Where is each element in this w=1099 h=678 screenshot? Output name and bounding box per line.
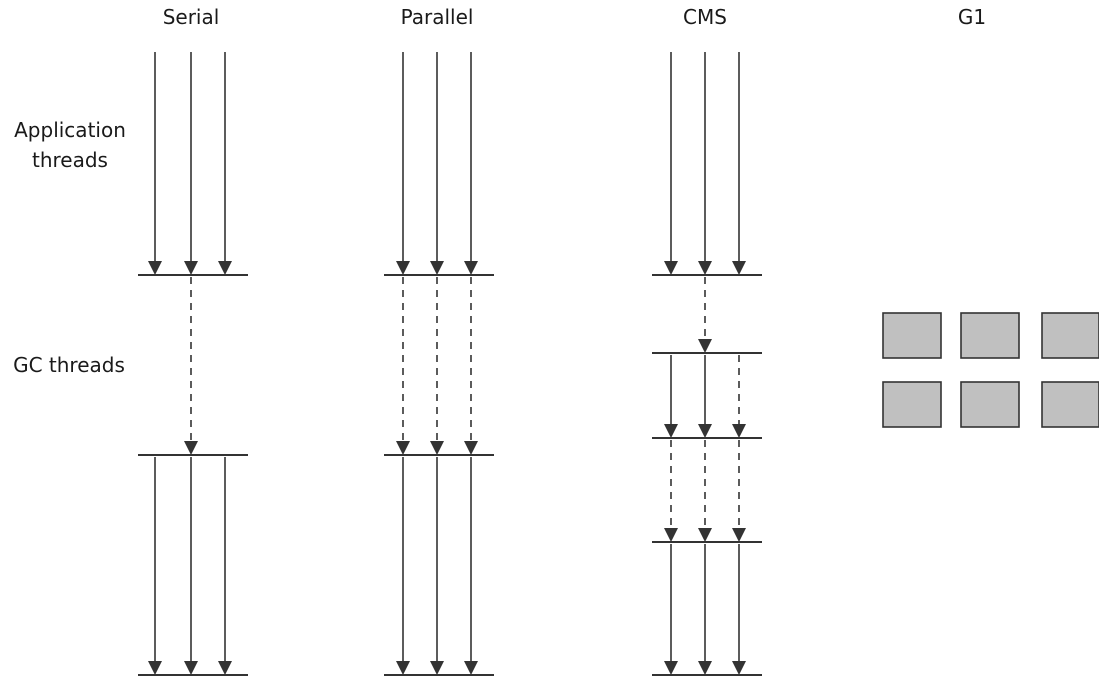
g1-heap-regions [882,312,1099,428]
cms-concurrent-phase-threads [664,355,746,438]
g1-region [1041,312,1099,359]
cms-collector [652,52,762,676]
g1-region [882,381,942,428]
column-title-g1: G1 [958,5,986,29]
column-title-parallel: Parallel [401,5,474,29]
column-title-cms: CMS [683,5,727,29]
column-title-serial: Serial [163,5,220,29]
serial-application-threads [148,52,232,275]
cms-remark-threads [664,440,746,542]
parallel-application-threads-resumed [396,457,478,675]
row-label-application-line1: Application [14,118,126,142]
parallel-collector [384,52,494,676]
serial-gc-thread [184,277,198,455]
g1-region [882,312,942,359]
row-label-gc-threads: GC threads [13,353,125,377]
serial-collector [138,52,248,676]
parallel-gc-threads [396,277,478,455]
row-label-application-line2: threads [32,148,108,172]
g1-region [960,381,1020,428]
parallel-application-threads [396,52,478,275]
g1-region [1041,381,1099,428]
cms-application-threads-resumed [664,544,746,675]
g1-region [960,312,1020,359]
serial-application-threads-resumed [148,457,232,675]
cms-initial-mark-thread [698,277,712,353]
cms-application-threads [664,52,746,275]
